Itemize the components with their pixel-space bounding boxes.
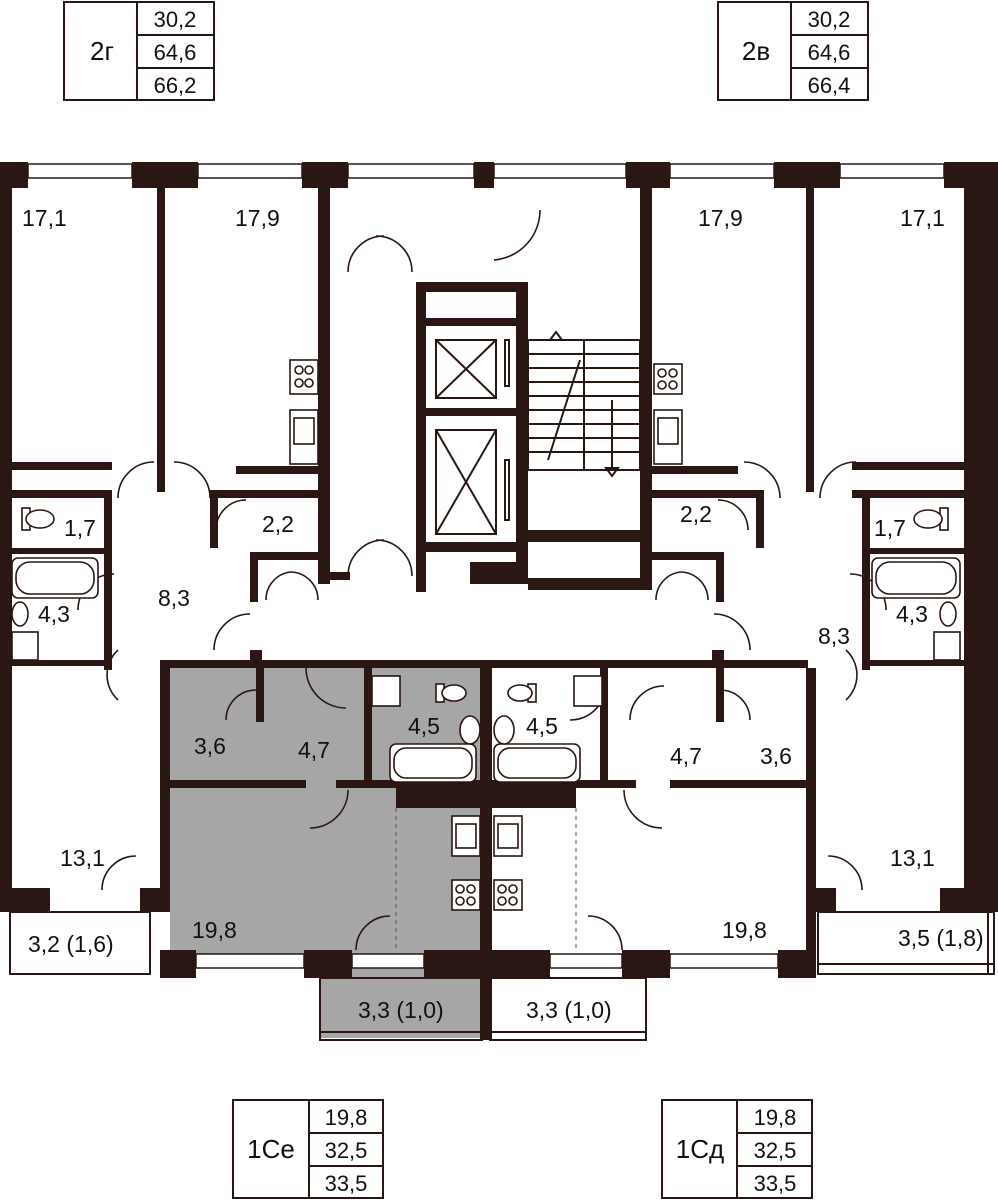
legend-table-1sd	[661, 1099, 813, 1199]
room-area-left-storage: 2,2	[262, 511, 294, 537]
fixtures	[11, 359, 961, 911]
legend-1se-living: 19,8	[325, 1105, 368, 1130]
legend-table-2g	[63, 1, 215, 101]
room-area-studio-d-bath: 4,5	[526, 713, 558, 739]
room-area-left-hall: 8,3	[158, 585, 190, 611]
legend-1se-total: 32,5	[325, 1138, 368, 1163]
legend-2v-living: 30,2	[808, 7, 851, 32]
legend-1sd-living: 19,8	[754, 1105, 797, 1130]
room-area-left-room-2: 17,9	[235, 205, 280, 231]
room-area-studio-d-balcony: 3,3 (1,0)	[526, 997, 612, 1023]
room-area-left-room-3: 13,1	[60, 845, 105, 871]
legend-2v-name: 2в	[742, 36, 770, 66]
room-area-left-balcony: 3,2 (1,6)	[28, 931, 114, 957]
room-area-studio-e-closet: 3,6	[194, 733, 226, 759]
room-area-left-room-1: 17,1	[22, 205, 67, 231]
elevators	[435, 339, 510, 535]
legend-2g-full: 66,2	[154, 73, 197, 98]
windows	[27, 163, 945, 969]
room-area-studio-e-room: 19,8	[192, 917, 237, 943]
room-area-left-bath: 4,3	[38, 601, 70, 627]
room-area-right-bath: 4,3	[896, 601, 928, 627]
legend-1sd-total: 32,5	[754, 1138, 797, 1163]
walls	[0, 162, 998, 1040]
room-area-right-balcony: 3,5 (1,8)	[898, 925, 984, 951]
room-area-studio-e-balcony: 3,3 (1,0)	[358, 997, 444, 1023]
legend-2v-total: 64,6	[808, 40, 851, 65]
room-area-right-hall: 8,3	[818, 623, 850, 649]
legend-1sd-full: 33,5	[754, 1171, 797, 1196]
legend-table-1se	[232, 1099, 384, 1199]
legend-table-2v	[717, 1, 869, 101]
room-area-studio-d-hall: 4,7	[670, 743, 702, 769]
room-area-right-storage: 2,2	[680, 501, 712, 527]
room-area-studio-e-hall: 4,7	[298, 737, 330, 763]
legend-2g-living: 30,2	[154, 7, 197, 32]
room-area-right-room-1: 17,1	[900, 205, 945, 231]
room-area-studio-d-room: 19,8	[722, 917, 767, 943]
room-area-right-room-3: 13,1	[890, 845, 935, 871]
legend-2v-full: 66,4	[808, 73, 851, 98]
room-area-right-room-2: 17,9	[698, 205, 743, 231]
legend-1se-full: 33,5	[325, 1171, 368, 1196]
staircase	[527, 330, 641, 478]
legend-2g-name: 2г	[90, 36, 114, 66]
doors	[77, 209, 887, 951]
room-area-studio-e-bath: 4,5	[408, 713, 440, 739]
balconies	[9, 911, 995, 1041]
legend-1se-name: 1Се	[247, 1134, 295, 1164]
legend-1sd-name: 1Сд	[676, 1134, 724, 1164]
room-area-right-wc: 1,7	[874, 515, 906, 541]
legend-2g-total: 64,6	[154, 40, 197, 65]
highlighted-apartment	[170, 668, 486, 1038]
room-area-studio-d-closet: 3,6	[760, 743, 792, 769]
room-area-left-wc: 1,7	[64, 515, 96, 541]
